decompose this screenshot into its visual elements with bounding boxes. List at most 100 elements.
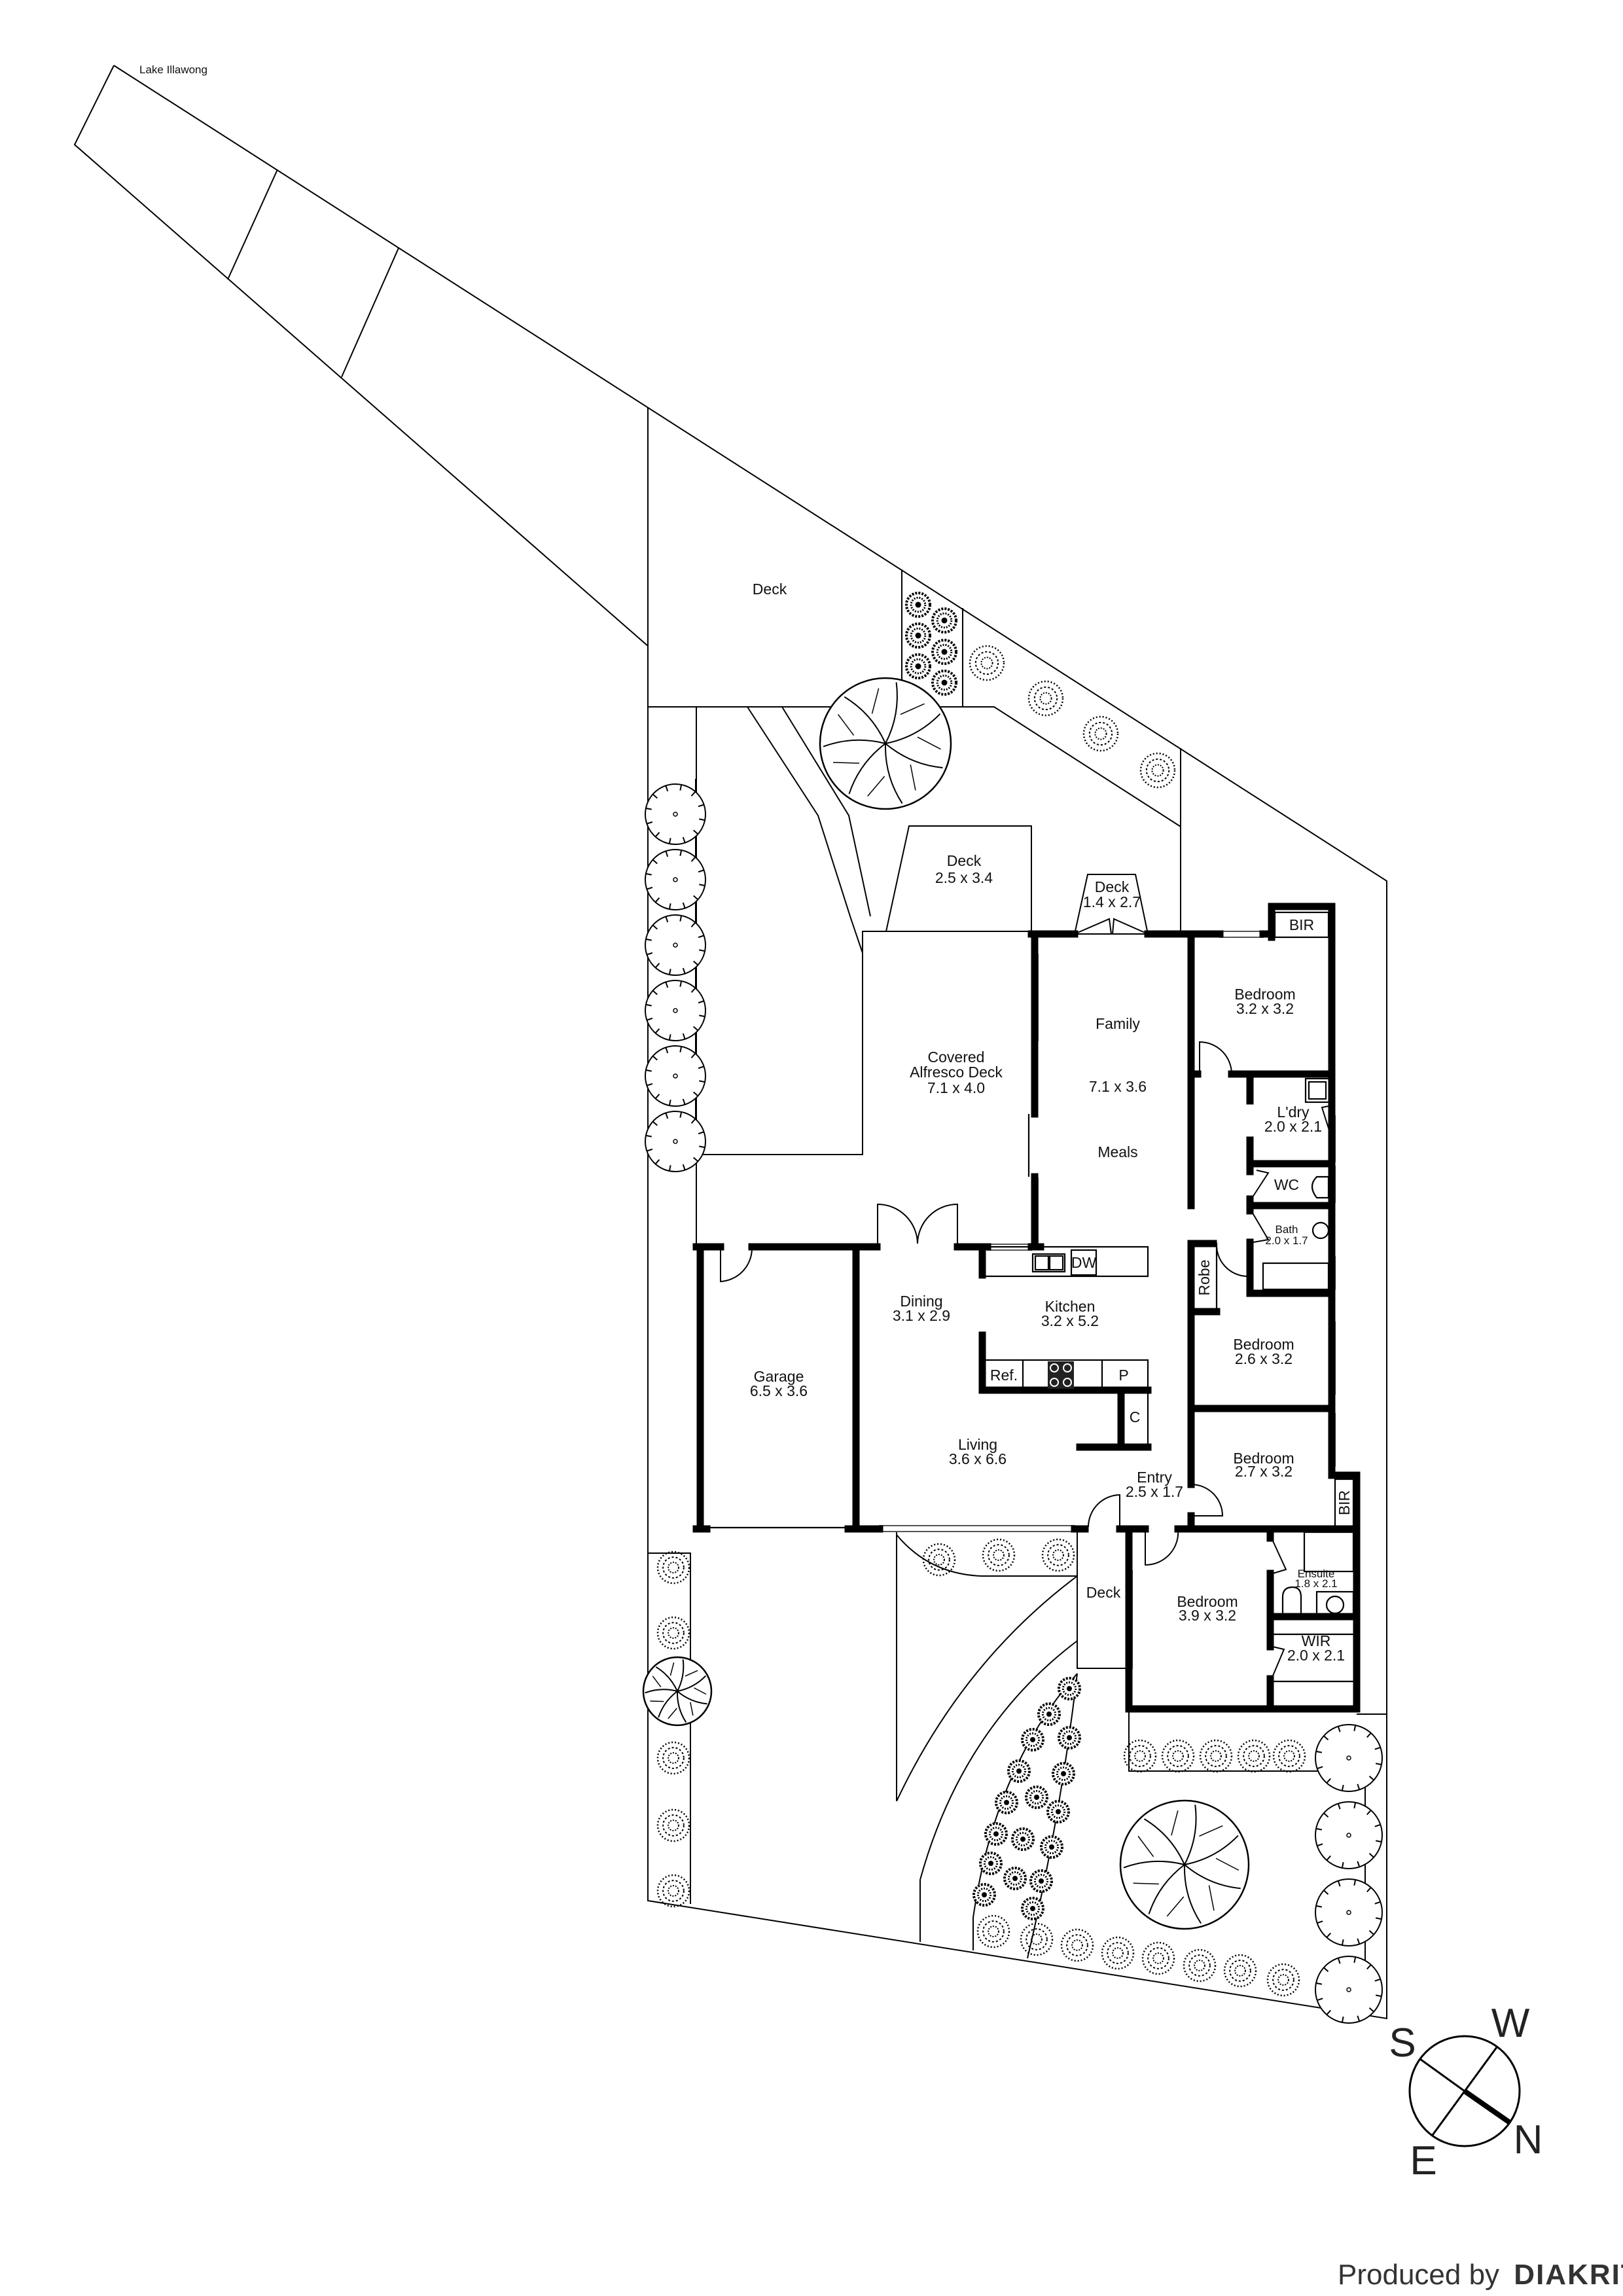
shrub-icon [656,1741,690,1775]
bedroom-1-size: 3.2 x 3.2 [1236,1000,1294,1017]
wir-door [1271,1646,1285,1679]
cupboard-label: C [1130,1408,1141,1426]
bir-1-label: BIR [1289,916,1314,933]
shrub-icon [1007,1759,1031,1783]
ensuite-basin-icon [1315,1590,1355,1615]
compass-icon: S W N E [1389,2001,1543,2183]
bath-basin-icon [1311,1221,1330,1240]
shrub-icon [1123,1739,1157,1773]
path-edge [781,706,871,917]
bath-hall-door [1215,1243,1247,1277]
shrub-icon [1183,1948,1217,1982]
deck-b-size: 1.4 x 2.7 [1083,893,1141,910]
pantry-label: P [1118,1367,1128,1384]
lake-label: Lake Illawong [139,63,207,76]
living-size: 3.6 x 6.6 [949,1450,1007,1467]
dining-size: 3.1 x 2.9 [893,1307,950,1324]
deck-bifold-door [1074,918,1149,935]
kitchen-size: 3.2 x 5.2 [1041,1312,1099,1329]
bedroom-3-door [1190,1484,1224,1516]
kitchen-sink-icon [1031,1253,1066,1273]
tree-icon [645,783,706,845]
alfresco-outline [696,931,886,1155]
dishwasher-label: DW [1071,1254,1097,1271]
ensuite-toilet-icon [1281,1586,1302,1614]
robe-label: Robe [1196,1260,1213,1296]
shrub-icon [931,607,957,634]
dishwasher [1070,1249,1097,1276]
bath-size: 2.0 x 1.7 [1265,1234,1308,1247]
shrub-icon [1025,1785,1048,1809]
alfresco-name: Covered [928,1049,985,1066]
shrub-icon [1037,1702,1061,1726]
shrub-icon [1052,1762,1075,1785]
shrub-icon [1237,1739,1271,1773]
bedroom-1-name: Bedroom [1234,986,1295,1003]
path-edge [747,706,863,954]
shrub-icon [922,1543,956,1577]
shrub-icon [656,1874,690,1908]
shrub-icon [995,1791,1018,1814]
producer-credit: Produced by DIAKRIT [1338,2259,1623,2291]
walls [692,903,1361,1713]
entry-size: 2.5 x 1.7 [1126,1483,1183,1500]
bir-2-label: BIR [1336,1490,1353,1515]
diakrit-logo: DIAKRIT [1514,2259,1623,2291]
ensuite-door [1271,1537,1287,1574]
deck-a-name: Deck [947,852,982,869]
front-deck-outline [1077,1530,1129,1669]
wir-size: 2.0 x 2.1 [1287,1647,1345,1664]
windows [879,931,1336,1669]
shrub-icon [1141,1941,1175,1975]
shrub-icon [1272,1739,1306,1773]
shrub-icon [1060,1928,1094,1962]
vegetation [642,592,1383,2024]
bathtub-icon [1262,1262,1330,1291]
deck-rear-boundary [648,706,1181,827]
laundry-size: 2.0 x 2.1 [1264,1118,1322,1135]
alfresco-size: 7.1 x 4.0 [927,1079,985,1096]
shrub-icon [1161,1739,1195,1773]
lot-boundary [73,65,1387,2020]
shrub-icon [1058,1726,1081,1749]
labels: Lake Illawong Deck Deck 2.5 x 3.4 Deck 1… [139,63,1353,1664]
dining-name: Dining [900,1293,942,1310]
shrub-icon [1003,1867,1027,1890]
bedroom-1-door [1199,1041,1232,1075]
tree-icon [645,1045,706,1107]
cooktop-icon [1048,1361,1074,1389]
tree-icon [1315,1801,1383,1869]
bedroom-2-name: Bedroom [1233,1336,1294,1353]
shrub-icon [1021,1728,1044,1751]
bath-name: Bath [1275,1223,1298,1236]
deck-b-name: Deck [1095,878,1130,895]
shrub-icon [905,653,931,679]
deck-a-size: 2.5 x 3.4 [935,869,993,886]
alfresco-name: Alfresco Deck [910,1064,1003,1081]
bedroom-3-name: Bedroom [1233,1450,1294,1467]
shrub-icon [1011,1827,1035,1851]
shrub-icon [1082,715,1119,752]
shrub-icon [1029,1869,1053,1893]
shrub-icon [656,1551,690,1585]
shrub-icon [969,645,1005,681]
shrub-icon [931,670,957,696]
wc-toilet-icon [1311,1175,1330,1199]
garage-name: Garage [754,1368,804,1385]
tree-icon [645,849,706,910]
family-size: 7.1 x 3.6 [1089,1078,1147,1095]
shrub-icon [1046,1800,1070,1823]
credit-prefix: Produced by [1338,2259,1499,2291]
shrub-icon [982,1538,1016,1572]
tree-icon [645,980,706,1041]
window [1219,931,1264,938]
shrub-icon [1223,1954,1257,1988]
tree-icon [645,1111,706,1172]
shrub-icon [1266,1963,1300,1997]
window [879,1525,1075,1532]
compass-south: S [1389,2020,1416,2066]
tree-icon [1315,1724,1383,1792]
lake-strip-divider [227,169,278,280]
tree-icon [819,677,952,810]
